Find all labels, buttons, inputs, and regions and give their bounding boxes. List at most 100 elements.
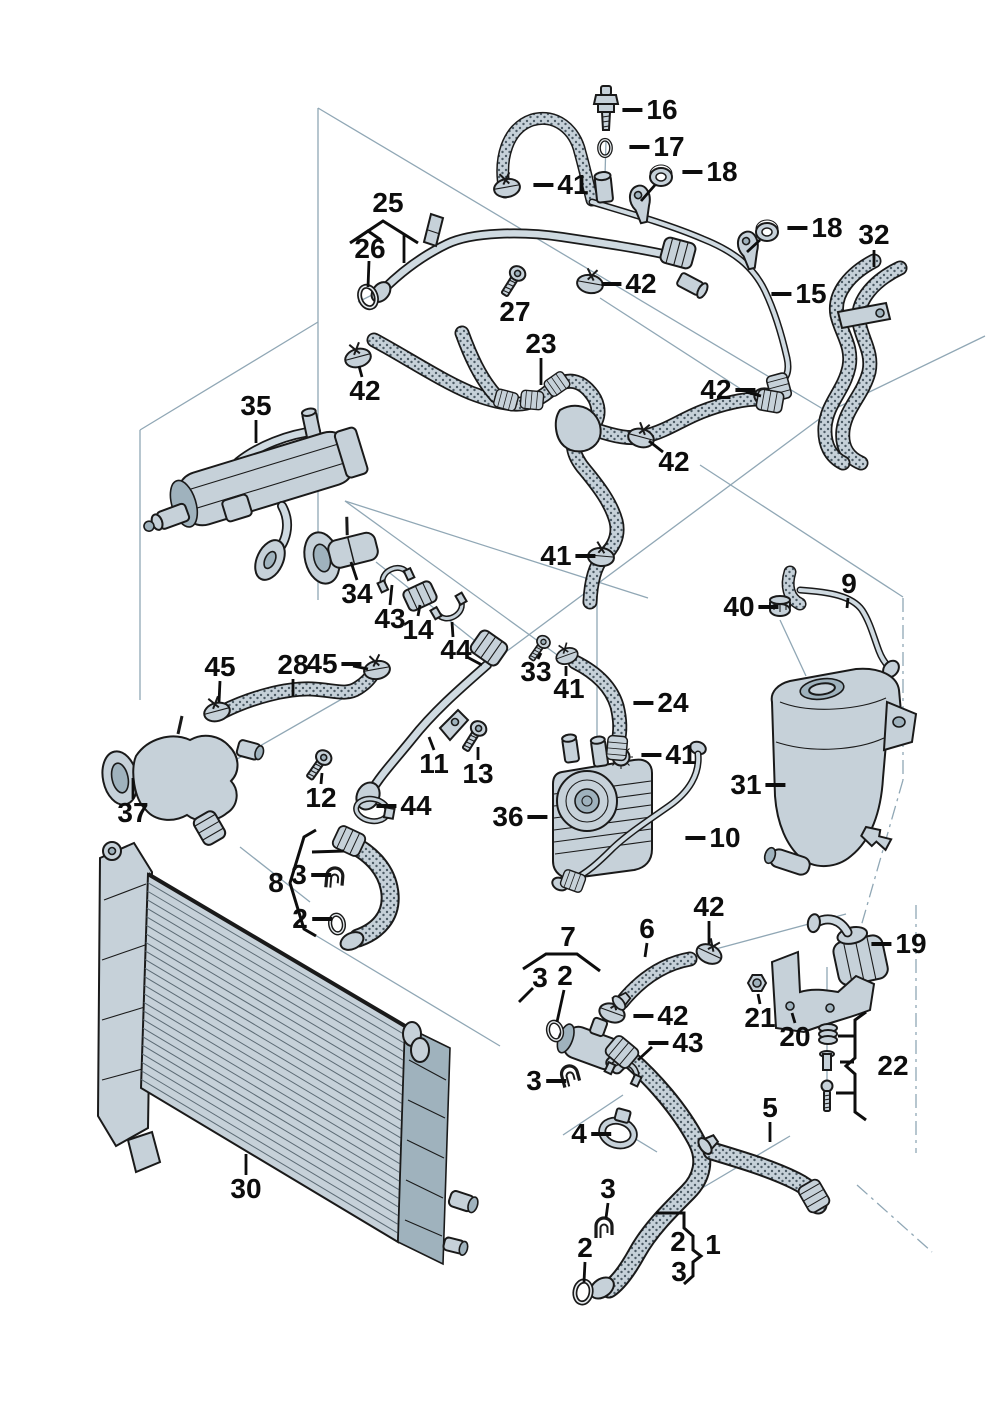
bolt-13: [461, 720, 488, 752]
thermostat-housing-37: [101, 715, 265, 846]
part-number: 5: [762, 1092, 778, 1123]
leader-dash: [633, 1014, 654, 1018]
oil-cooler-36: [552, 733, 653, 880]
banjo-bolt-33: [528, 634, 551, 662]
part-label-31: 31: [730, 769, 786, 800]
part-number: 8: [268, 867, 284, 898]
part-label-45-2: 45: [306, 650, 362, 678]
part-number: 25: [372, 187, 404, 218]
spring-clip-3: [594, 1216, 614, 1238]
leader-dash: [771, 292, 792, 296]
bracket-26: [354, 229, 382, 242]
hose-32: [817, 253, 908, 471]
part-label-9: 9: [841, 570, 857, 598]
pump-bracket-20: [770, 950, 876, 1034]
leader-dash: [765, 783, 786, 787]
part-label-16: 16: [622, 94, 678, 125]
part-label-5: 5: [762, 1094, 778, 1122]
part-number: 42: [658, 446, 690, 477]
leader-dash: [622, 108, 643, 112]
part-label-7: 7: [560, 923, 576, 951]
part-number: 2: [670, 1226, 686, 1257]
part-label-40: 40: [723, 591, 779, 622]
fasteners: [203, 85, 838, 1306]
part-label-42-4: 42: [658, 448, 689, 476]
part-label-43: 43: [374, 605, 405, 633]
grommet-22: [818, 1023, 838, 1045]
part-number: 44: [400, 790, 432, 821]
part-label-42-6: 42: [633, 1002, 689, 1030]
part-label-2-3: 2: [292, 905, 332, 933]
part-label-25: 25: [372, 189, 403, 217]
part-number: 9: [841, 568, 857, 599]
tank-filler-neck: [799, 677, 845, 701]
clamp-45: [203, 695, 231, 723]
spacer-22: [819, 1050, 835, 1071]
leader-dash: [527, 815, 548, 819]
part-number: 41: [557, 169, 589, 200]
part-label-21: 21: [744, 1004, 775, 1032]
leader-dash: [682, 170, 703, 174]
part-label-43-2: 43: [648, 1029, 704, 1057]
expansion-tank-31: [763, 667, 918, 876]
leader-dash: [590, 1132, 611, 1136]
part-number: 13: [462, 758, 494, 789]
part-label-17: 17: [629, 133, 685, 161]
hose-8: [339, 833, 400, 951]
part-number: 26: [354, 233, 386, 264]
part-label-2-2: 2: [577, 1234, 593, 1262]
bolt-12: [306, 749, 333, 781]
bracket-8: [288, 828, 317, 938]
part-number: 32: [858, 219, 890, 250]
hose-28: [214, 664, 382, 720]
leader-dash: [633, 701, 654, 705]
clamp-41: [493, 171, 521, 199]
part-label-23: 23: [525, 330, 556, 358]
aux-water-pump-19: [806, 913, 889, 987]
part-label-13: 13: [462, 760, 493, 788]
leader-dash: [533, 183, 554, 187]
part-label-15: 15: [771, 278, 827, 309]
part-label-32: 32: [858, 221, 889, 249]
grommet-18: [649, 164, 673, 187]
sleeve-14: [402, 580, 438, 612]
part-label-1: 1: [705, 1231, 721, 1259]
part-label-41: 41: [533, 169, 589, 200]
part-label-28: 28: [277, 651, 308, 679]
clamp-41: [555, 642, 579, 665]
part-number: 2: [577, 1232, 593, 1263]
part-label-8: 8: [268, 869, 284, 897]
leader-lines: [131, 184, 876, 1286]
part-number: 40: [723, 591, 755, 622]
part-number: 16: [646, 94, 678, 125]
part-number: 12: [305, 782, 337, 813]
part-label-45: 45: [204, 653, 235, 681]
part-number: 41: [540, 540, 572, 571]
part-label-19: 19: [871, 930, 927, 958]
part-label-44-2: 44: [376, 790, 432, 821]
part-number: 23: [525, 328, 557, 359]
part-number: 42: [693, 891, 725, 922]
hose-24: [567, 654, 628, 750]
part-label-30: 30: [230, 1175, 261, 1203]
leader-dash: [641, 753, 662, 757]
clamp-42: [344, 341, 372, 369]
part-number: 15: [795, 278, 827, 309]
part-number: 3: [600, 1173, 616, 1204]
part-label-20: 20: [779, 1023, 810, 1051]
leader-dash: [685, 836, 706, 840]
leader-dash: [735, 388, 756, 392]
bracket-22: [843, 1010, 867, 1122]
hose-coupling: [605, 734, 629, 762]
part-label-3-3: 3: [600, 1175, 616, 1203]
part-label-18: 18: [682, 158, 738, 186]
half-clamp-44: [429, 591, 468, 622]
part-number: 7: [560, 921, 576, 952]
part-number: 11: [419, 748, 449, 779]
part-number: 4: [571, 1118, 587, 1149]
part-label-41-4: 41: [553, 675, 584, 703]
hose-coupling: [559, 869, 587, 893]
leader-dash: [629, 145, 650, 149]
part-label-33: 33: [520, 658, 551, 686]
part-number: 31: [730, 769, 762, 800]
